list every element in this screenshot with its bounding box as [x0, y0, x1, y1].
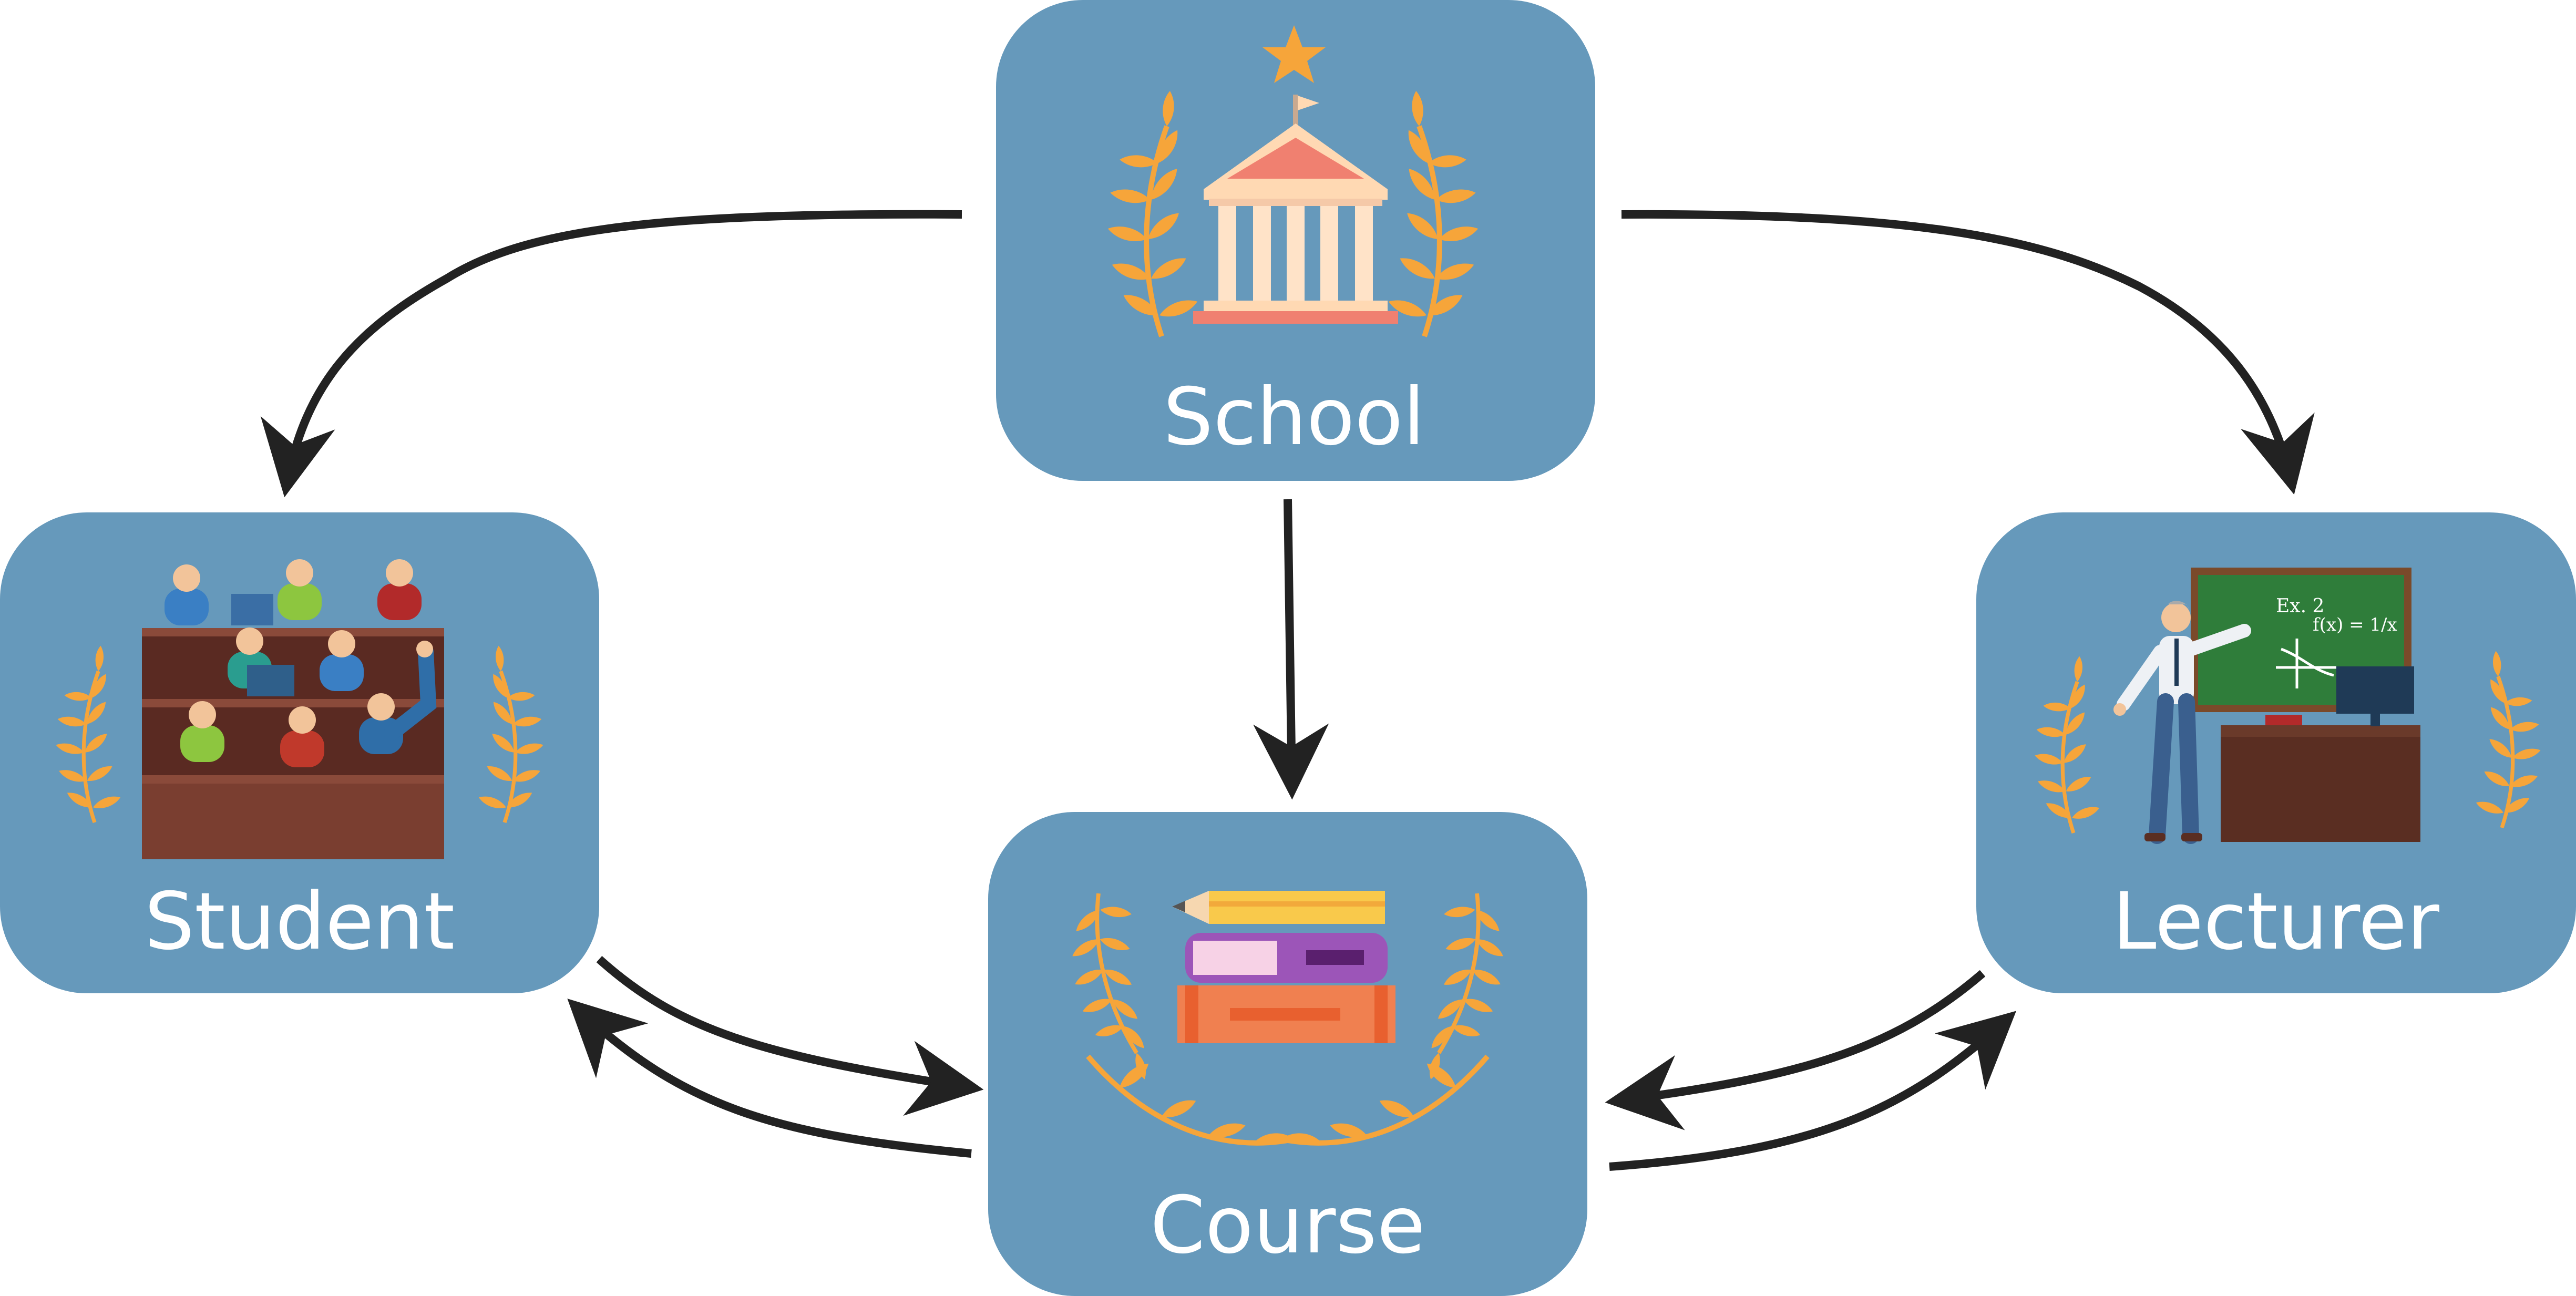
arrow-school-to-course	[1253, 499, 1329, 800]
blackboard-line-2: f(x) = 1/x	[2313, 614, 2397, 635]
laurel-wreath-icon	[1056, 887, 1520, 1146]
lecturer-label: Lecturer	[2112, 876, 2439, 968]
stacked-books-icon	[1172, 891, 1395, 1043]
student-node[interactable]: Student	[0, 512, 599, 993]
teacher-at-blackboard-icon: Ex. 2 f(x) = 1/x	[2113, 568, 2420, 844]
school-node[interactable]: School	[996, 0, 1595, 481]
arrow-course-to-lecturer	[1609, 1011, 2017, 1171]
student-label: Student	[145, 876, 455, 968]
arrow-school-to-student	[260, 210, 962, 498]
arrow-school-to-lecturer	[1621, 210, 2315, 495]
lecturer-figure	[2113, 601, 2251, 844]
lecture-hall-students-icon	[142, 559, 444, 859]
blackboard-line-1: Ex. 2	[2276, 595, 2324, 617]
connectors	[260, 210, 2315, 1171]
university-building-icon	[1193, 95, 1398, 324]
arrow-course-to-student	[567, 999, 972, 1158]
course-box	[988, 812, 1587, 1296]
star-icon	[1263, 25, 1326, 83]
arrow-student-to-course	[596, 956, 984, 1116]
arrow-lecturer-to-course	[1605, 970, 1986, 1130]
course-node[interactable]: Course	[988, 812, 1587, 1296]
course-label: Course	[1150, 1180, 1425, 1271]
school-label: School	[1163, 372, 1425, 463]
lecturer-node[interactable]: Ex. 2 f(x) = 1/x Lecturer	[1976, 512, 2576, 993]
